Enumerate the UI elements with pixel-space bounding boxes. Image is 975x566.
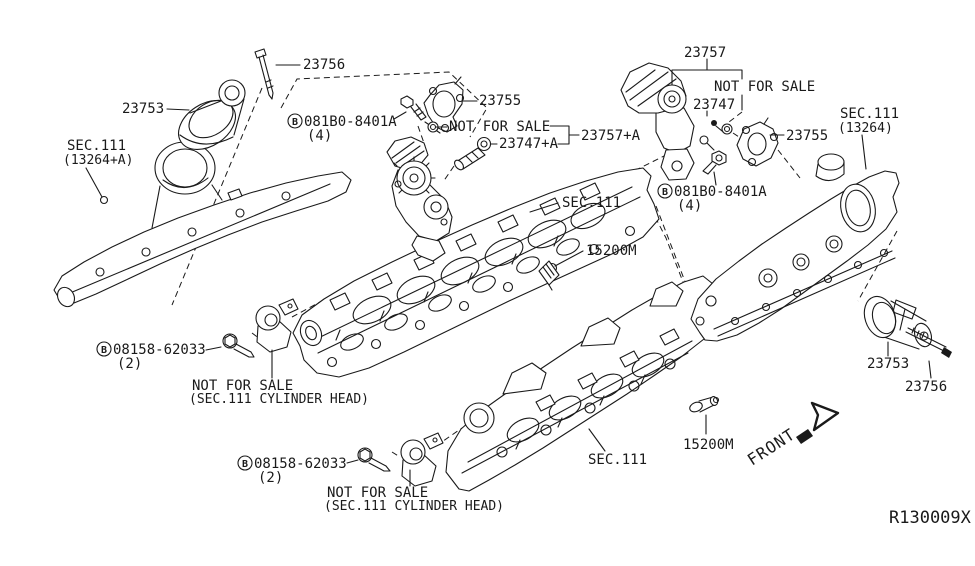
left-bolt-081b0 xyxy=(400,95,427,121)
label-sec111-bottom: SEC.111 xyxy=(588,452,647,468)
label-sec111-right: SEC.111 xyxy=(840,106,899,122)
front-label: FRONT xyxy=(744,424,799,469)
left-solenoid-bolt-23756 xyxy=(254,48,274,100)
front-direction-indicator: FRONT xyxy=(744,401,840,469)
clip-15200m-bottom xyxy=(689,396,720,413)
label-23747: 23747 xyxy=(693,97,735,113)
label-23753-right: 23753 xyxy=(867,356,909,372)
label-23757: 23757 xyxy=(684,45,726,61)
clip-15200m-center xyxy=(538,260,560,291)
left-gasket-23755 xyxy=(423,76,465,133)
label-sec111-13264: (13264) xyxy=(838,121,893,136)
label-cylinder-head-bottom: (SEC.111 CYLINDER HEAD) xyxy=(324,499,504,514)
label-sec111-left: SEC.111 xyxy=(67,138,126,154)
center-cylinder-head-top xyxy=(292,167,660,378)
circled-b-marker-bottom xyxy=(237,455,253,471)
label-not-for-sale-top: NOT FOR SALE xyxy=(714,79,815,95)
bottom-camshaft-sensor xyxy=(400,432,444,487)
label-081b0-left: 081B0-8401A xyxy=(304,114,397,130)
labels: 23756 23753 SEC.111 (13264+A) B 081B0-84… xyxy=(63,45,947,514)
label-08158-bottom: 08158-62033 xyxy=(254,456,347,472)
label-23756-left: 23756 xyxy=(303,57,345,73)
left-vvt-solenoid-23753 xyxy=(178,79,246,150)
circled-b-marker-mid xyxy=(96,341,112,357)
label-08158-bottom-qty: (2) xyxy=(258,470,283,486)
label-not-for-sale-bottom: NOT FOR SALE xyxy=(327,485,428,501)
center-camshaft-bracket xyxy=(386,136,453,262)
leader-lines xyxy=(85,58,932,487)
circled-b-marker-right xyxy=(657,183,673,199)
label-081b0-right: 081B0-8401A xyxy=(674,184,767,200)
label-not-for-sale-center: NOT FOR SALE xyxy=(449,119,550,135)
label-23755-right: 23755 xyxy=(786,128,828,144)
right-gasket-23755 xyxy=(736,117,779,167)
right-bolt-081b0 xyxy=(702,150,727,175)
center-camshaft-sensor-23747a xyxy=(454,136,492,171)
label-sec111-13264a: (13264+A) xyxy=(63,153,133,168)
right-valve-cover xyxy=(690,153,900,342)
b-marker-mid: B xyxy=(101,345,107,356)
label-sec111-center: SEC.111 xyxy=(562,195,621,211)
front-arrow-tail xyxy=(796,429,813,444)
b-marker-right: B xyxy=(662,187,668,198)
right-solenoid-bolt-23756 xyxy=(905,327,952,358)
bottom-bolt-08158 xyxy=(357,447,391,472)
front-arrow-icon xyxy=(810,401,840,432)
label-081b0-right-qty: (4) xyxy=(677,198,702,214)
label-23757a: 23757+A xyxy=(581,128,641,144)
label-cylinder-head-mid: (SEC.111 CYLINDER HEAD) xyxy=(189,392,369,407)
b-marker-bottom: B xyxy=(242,459,248,470)
label-23753-left: 23753 xyxy=(122,101,164,117)
bottom-cylinder-head xyxy=(445,275,718,492)
label-not-for-sale-mid: NOT FOR SALE xyxy=(192,378,293,394)
label-08158-mid: 08158-62033 xyxy=(113,342,206,358)
drawing-code: R130009X xyxy=(889,508,972,528)
right-camshaft-bracket-23757 xyxy=(620,62,733,181)
label-081b0-left-qty: (4) xyxy=(307,128,332,144)
label-08158-mid-qty: (2) xyxy=(117,356,142,372)
mid-left-camshaft-sensor xyxy=(255,298,299,353)
label-23747a: 23747+A xyxy=(499,136,559,152)
label-15200m-center: 15200M xyxy=(586,243,637,259)
label-15200m-bottom: 15200M xyxy=(683,437,734,453)
b-marker-left: B xyxy=(292,117,298,128)
left-valve-cover xyxy=(53,141,352,308)
dashed-alignment-lines xyxy=(171,71,898,458)
mid-left-bolt-08158 xyxy=(222,333,255,358)
label-23755-left: 23755 xyxy=(479,93,521,109)
label-23756-right: 23756 xyxy=(905,379,947,395)
circled-b-marker-left xyxy=(287,113,303,129)
